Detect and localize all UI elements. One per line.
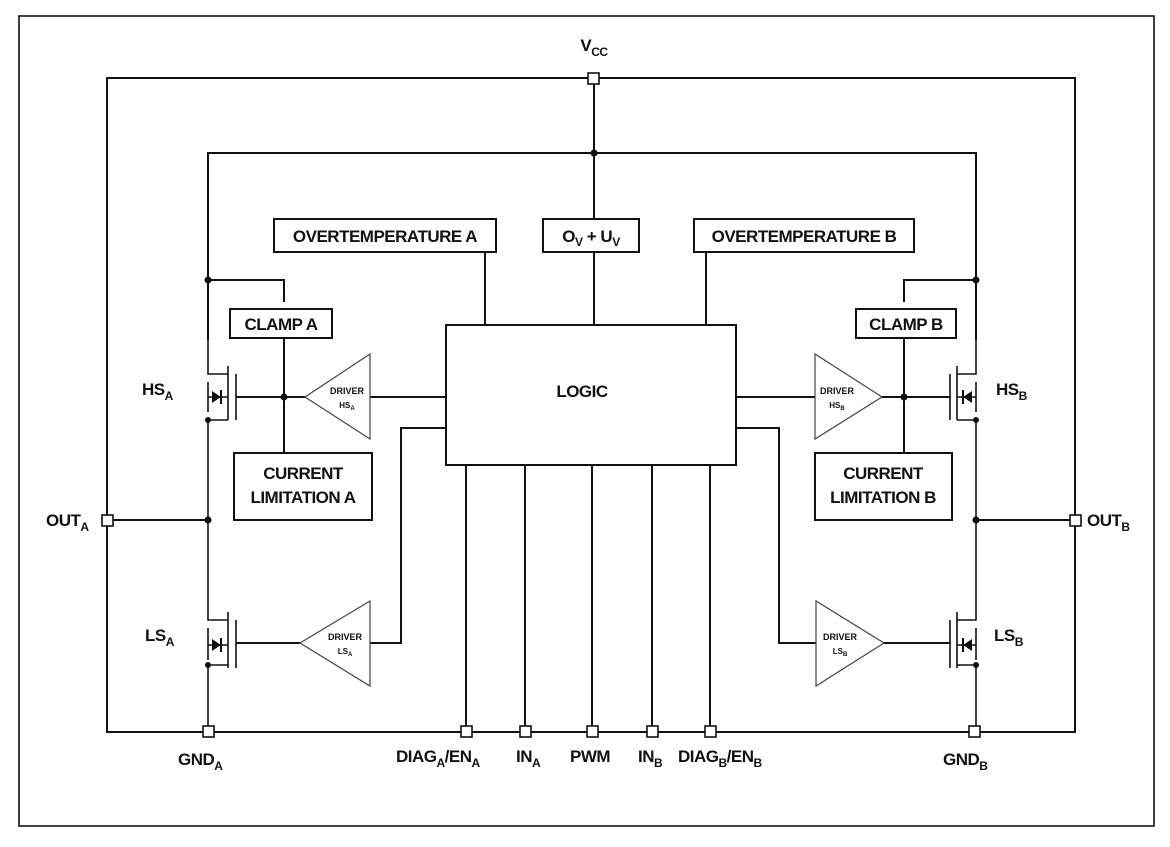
- driver-ls-b-label: DRIVER: [823, 632, 858, 642]
- current-limitation-a-line2: LIMITATION A: [250, 488, 355, 507]
- ls-b-label: LSB: [994, 626, 1024, 649]
- wiring: [106, 77, 1076, 733]
- pin-pwm: [586, 725, 599, 738]
- diag-a-en-a-label: DIAGA/ENA: [396, 747, 481, 770]
- diagram-frame: [18, 15, 1155, 827]
- driver-hs-a-label: DRIVER: [330, 386, 365, 396]
- junctions: [204, 149, 980, 668]
- svg-text:HSB: HSB: [829, 401, 845, 412]
- overtemperature-a-block: OVERTEMPERATURE A: [273, 218, 497, 253]
- overtemperature-b-block: OVERTEMPERATURE B: [693, 218, 915, 253]
- current-limitation-b-line2: LIMITATION B: [830, 488, 936, 507]
- logic-block: LOGIC: [445, 324, 737, 466]
- clamp-a-block: CLAMP A: [229, 308, 333, 339]
- svg-text:HSA: HSA: [339, 401, 355, 412]
- overtemperature-a-label: OVERTEMPERATURE A: [293, 227, 477, 246]
- pin-in-a: [519, 725, 532, 738]
- pin-gnd-a: [202, 725, 215, 738]
- body-diodes: [212, 390, 972, 652]
- out-b-label: OUTB: [1087, 511, 1130, 534]
- diode-hs-a-icon: [212, 391, 221, 403]
- clamp-a-label: CLAMP A: [245, 315, 318, 334]
- logic-label: LOGIC: [556, 382, 608, 401]
- clamp-b-block: CLAMP B: [855, 308, 957, 339]
- diode-ls-a-icon: [212, 639, 221, 651]
- current-limitation-b-block: CURRENT LIMITATION B: [814, 452, 953, 521]
- driver-ls-a: DRIVER LSA: [298, 599, 371, 688]
- pin-gnd-b: [968, 725, 981, 738]
- overtemperature-b-label: OVERTEMPERATURE B: [712, 227, 897, 246]
- hs-b-label: HSB: [996, 380, 1028, 403]
- current-limitation-a-block: CURRENT LIMITATION A: [233, 452, 373, 521]
- in-b-label: INB: [638, 747, 663, 770]
- pin-in-b: [646, 725, 659, 738]
- driver-ls-a-label: DRIVER: [328, 632, 363, 642]
- ls-a-label: LSA: [145, 626, 175, 649]
- pins: [101, 72, 1082, 738]
- gnd-b-label: GNDB: [943, 750, 988, 773]
- pin-vcc: [587, 72, 600, 85]
- gnd-a-label: GNDA: [178, 750, 223, 773]
- in-a-label: INA: [516, 747, 541, 770]
- vcc-label: VCC: [580, 36, 608, 59]
- diag-b-en-b-label: DIAGB/ENB: [678, 747, 763, 770]
- driver-hs-b: DRIVER HSB: [814, 352, 884, 441]
- pin-diag-b: [704, 725, 717, 738]
- pin-out-a: [101, 514, 114, 527]
- driver-hs-a: DRIVER HSA: [303, 352, 371, 441]
- pin-diag-a: [460, 725, 473, 738]
- svg-text:LSB: LSB: [833, 647, 848, 658]
- current-limitation-b-line1: CURRENT: [843, 464, 924, 483]
- driver-hs-b-label: DRIVER: [820, 386, 855, 396]
- out-a-label: OUTA: [46, 511, 89, 534]
- ov-uv-block: OV + UV: [542, 218, 640, 253]
- driver-ls-b: DRIVER LSB: [815, 599, 886, 688]
- diode-ls-b-icon: [963, 639, 972, 651]
- hs-a-label: HSA: [142, 380, 174, 403]
- pin-out-b: [1069, 514, 1082, 527]
- svg-text:LSA: LSA: [338, 647, 353, 658]
- current-limitation-a-line1: CURRENT: [263, 464, 344, 483]
- clamp-b-label: CLAMP B: [869, 315, 943, 334]
- ov-uv-label: OV + UV: [562, 227, 620, 249]
- pwm-label: PWM: [570, 747, 610, 766]
- diode-hs-b-icon: [963, 391, 972, 403]
